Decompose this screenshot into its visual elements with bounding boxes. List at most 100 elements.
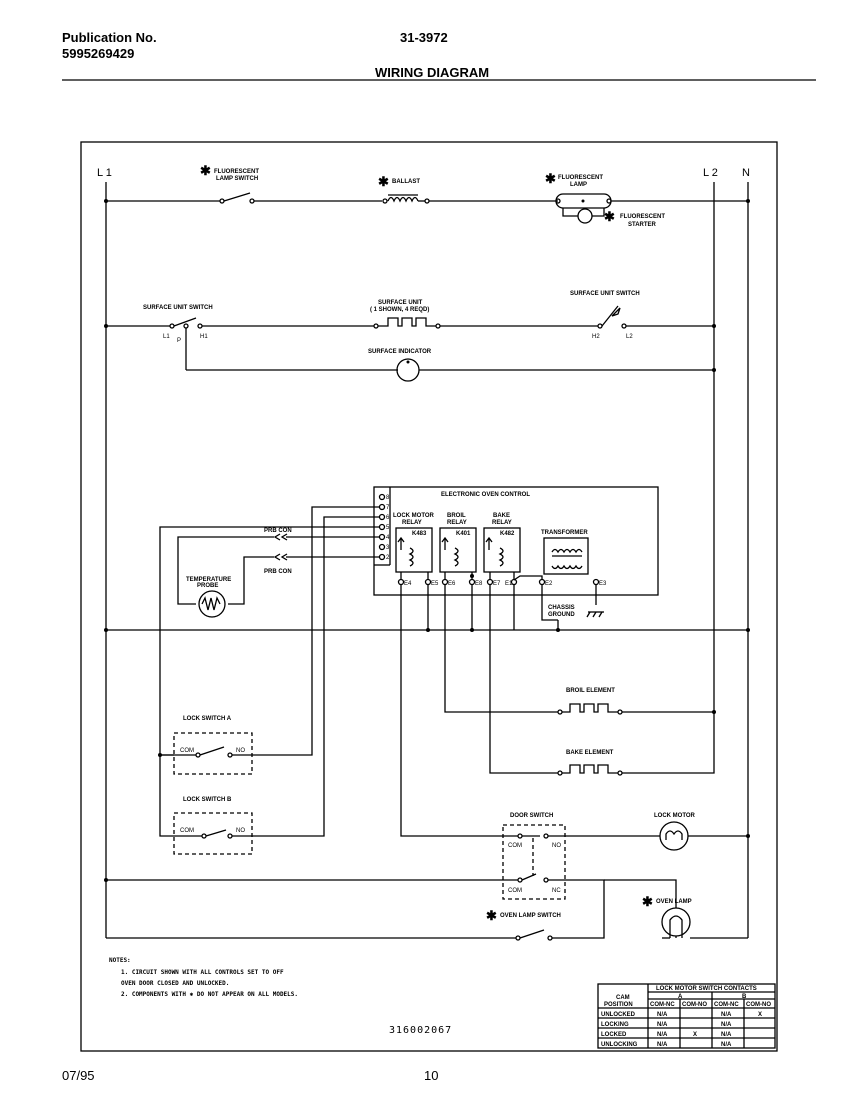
svg-text:NO: NO <box>236 748 245 754</box>
oven-lamp-switch-label: OVEN LAMP SWITCH <box>500 913 561 919</box>
svg-text:X: X <box>758 1012 762 1018</box>
oven-lamp-icon <box>661 907 691 937</box>
lock-switch-a-label: LOCK SWITCH A <box>183 716 232 722</box>
chassis-ground-label: CHASSIS <box>548 605 575 611</box>
door-switch-lower-contact <box>521 873 537 881</box>
surface-unit-switch-left-label: SURFACE UNIT SWITCH <box>143 305 213 311</box>
lock-switch-b-contact <box>205 829 227 837</box>
table-title: LOCK MOTOR SWITCH CONTACTS <box>656 986 757 992</box>
svg-text:N/A: N/A <box>721 1042 732 1048</box>
note-2: 2. COMPONENTS WITH ✱ DO NOT APPEAR ON AL… <box>121 991 298 998</box>
control-terminals: E4 E5 E6 E8 E7 E1 E2 E3 <box>397 578 607 587</box>
door-switch-box <box>502 824 566 900</box>
svg-text:K401: K401 <box>456 531 471 537</box>
fluorescent-starter-icon <box>577 208 593 224</box>
n-label: N <box>742 167 750 179</box>
svg-text:N/A: N/A <box>657 1022 668 1028</box>
table-row: UNLOCKED <box>601 1012 636 1018</box>
publication-number: 5995269429 <box>62 46 135 61</box>
svg-text:K482: K482 <box>500 531 515 537</box>
svg-text:E3: E3 <box>599 581 607 587</box>
transformer-box <box>543 537 589 575</box>
fluorescent-lamp-switch-label: FLUORESCENT <box>214 169 259 175</box>
svg-text:5: 5 <box>386 525 390 531</box>
svg-text:✱: ✱ <box>200 163 211 178</box>
ballast-coil-icon <box>387 196 419 203</box>
electronic-oven-control-box <box>373 486 659 596</box>
lock-switch-a-contact <box>199 746 225 756</box>
svg-text:H1: H1 <box>200 334 208 340</box>
svg-text:LAMP SWITCH: LAMP SWITCH <box>216 176 258 182</box>
svg-text:B: B <box>742 994 747 1000</box>
footer-date: 07/95 <box>62 1068 95 1083</box>
surface-unit-switch-right-contact <box>601 305 619 327</box>
svg-text:N/A: N/A <box>721 1022 732 1028</box>
model-number: 31-3972 <box>400 30 448 45</box>
broil-element-icon <box>562 703 618 713</box>
table-row: LOCKED <box>601 1032 627 1038</box>
footer-page: 10 <box>424 1068 439 1083</box>
door-switch-label: DOOR SWITCH <box>510 813 553 819</box>
lock-motor-icon <box>659 821 689 851</box>
note-1-cont: OVEN DOOR CLOSED AND UNLOCKED. <box>121 980 229 987</box>
surface-unit-switch-right-label: SURFACE UNIT SWITCH <box>570 291 640 297</box>
lock-motor-label: LOCK MOTOR <box>654 813 696 819</box>
surface-indicator-label: SURFACE INDICATOR <box>368 349 432 355</box>
prb-con-2-label: PRB CON <box>264 569 292 575</box>
temperature-probe-icon <box>198 590 226 618</box>
oven-lamp-switch-contact <box>519 929 545 939</box>
svg-text:✱: ✱ <box>545 171 556 186</box>
probe-connector-2-icon <box>273 553 288 561</box>
lock-switch-a-box <box>173 732 253 775</box>
svg-text:E7: E7 <box>493 581 501 587</box>
bake-relay-label: BAKE <box>493 513 510 519</box>
table-row: LOCKING <box>601 1022 629 1028</box>
svg-text:✱: ✱ <box>604 209 615 224</box>
svg-text:PROBE: PROBE <box>197 583 218 589</box>
broil-relay-label: BROIL <box>447 513 466 519</box>
surface-unit-switch-heater-icon <box>611 307 621 317</box>
svg-text:COM-NC: COM-NC <box>650 1002 675 1008</box>
bake-element-icon <box>562 764 618 774</box>
svg-text:N/A: N/A <box>721 1012 732 1018</box>
svg-text:LAMP: LAMP <box>570 182 587 188</box>
svg-text:N/A: N/A <box>657 1032 668 1038</box>
bake-relay-coil-icon <box>498 547 504 567</box>
diagram-code: 316002067 <box>389 1025 452 1036</box>
svg-text:N/A: N/A <box>657 1042 668 1048</box>
lock-motor-relay-box <box>395 527 433 573</box>
electronic-oven-control-label: ELECTRONIC OVEN CONTROL <box>441 492 530 498</box>
svg-text:COM: COM <box>180 828 194 834</box>
lock-motor-switch-contacts-table: LOCK MOTOR SWITCH CONTACTS A B CAM POSIT… <box>597 983 776 1049</box>
bake-element-label: BAKE ELEMENT <box>566 750 614 756</box>
svg-text:6: 6 <box>386 515 390 521</box>
fluorescent-lamp-switch-contact <box>223 192 251 202</box>
publication-label: Publication No. <box>62 30 157 45</box>
svg-text:COM: COM <box>508 888 522 894</box>
svg-text:8: 8 <box>386 495 390 501</box>
svg-text:RELAY: RELAY <box>447 520 467 526</box>
table-row: UNLOCKING <box>601 1042 638 1048</box>
broil-element-label: BROIL ELEMENT <box>566 688 615 694</box>
svg-text:✱: ✱ <box>642 894 653 909</box>
transformer-coil-icon <box>551 548 583 554</box>
svg-text:K483: K483 <box>412 531 427 537</box>
surface-unit-element-icon <box>378 317 436 327</box>
svg-text:N/A: N/A <box>657 1012 668 1018</box>
svg-text:N/A: N/A <box>721 1032 732 1038</box>
lock-motor-relay-coil-icon <box>408 547 414 567</box>
bake-relay-box <box>483 527 521 573</box>
svg-text:E4: E4 <box>404 581 412 587</box>
broil-relay-box <box>439 527 477 573</box>
probe-connector-1-icon <box>273 533 288 541</box>
svg-text:NO: NO <box>236 828 245 834</box>
transformer-label: TRANSFORMER <box>541 530 588 536</box>
control-pin-block: 8 7 6 5 4 3 2 <box>378 493 390 561</box>
broil-relay-coil-icon <box>453 547 459 567</box>
svg-text:X: X <box>693 1032 697 1038</box>
svg-text:NO: NO <box>552 843 561 849</box>
svg-text:COM-NC: COM-NC <box>714 1002 739 1008</box>
svg-text:COM: COM <box>180 748 194 754</box>
svg-text:E1: E1 <box>505 581 513 587</box>
lock-switch-b-box <box>173 812 253 855</box>
